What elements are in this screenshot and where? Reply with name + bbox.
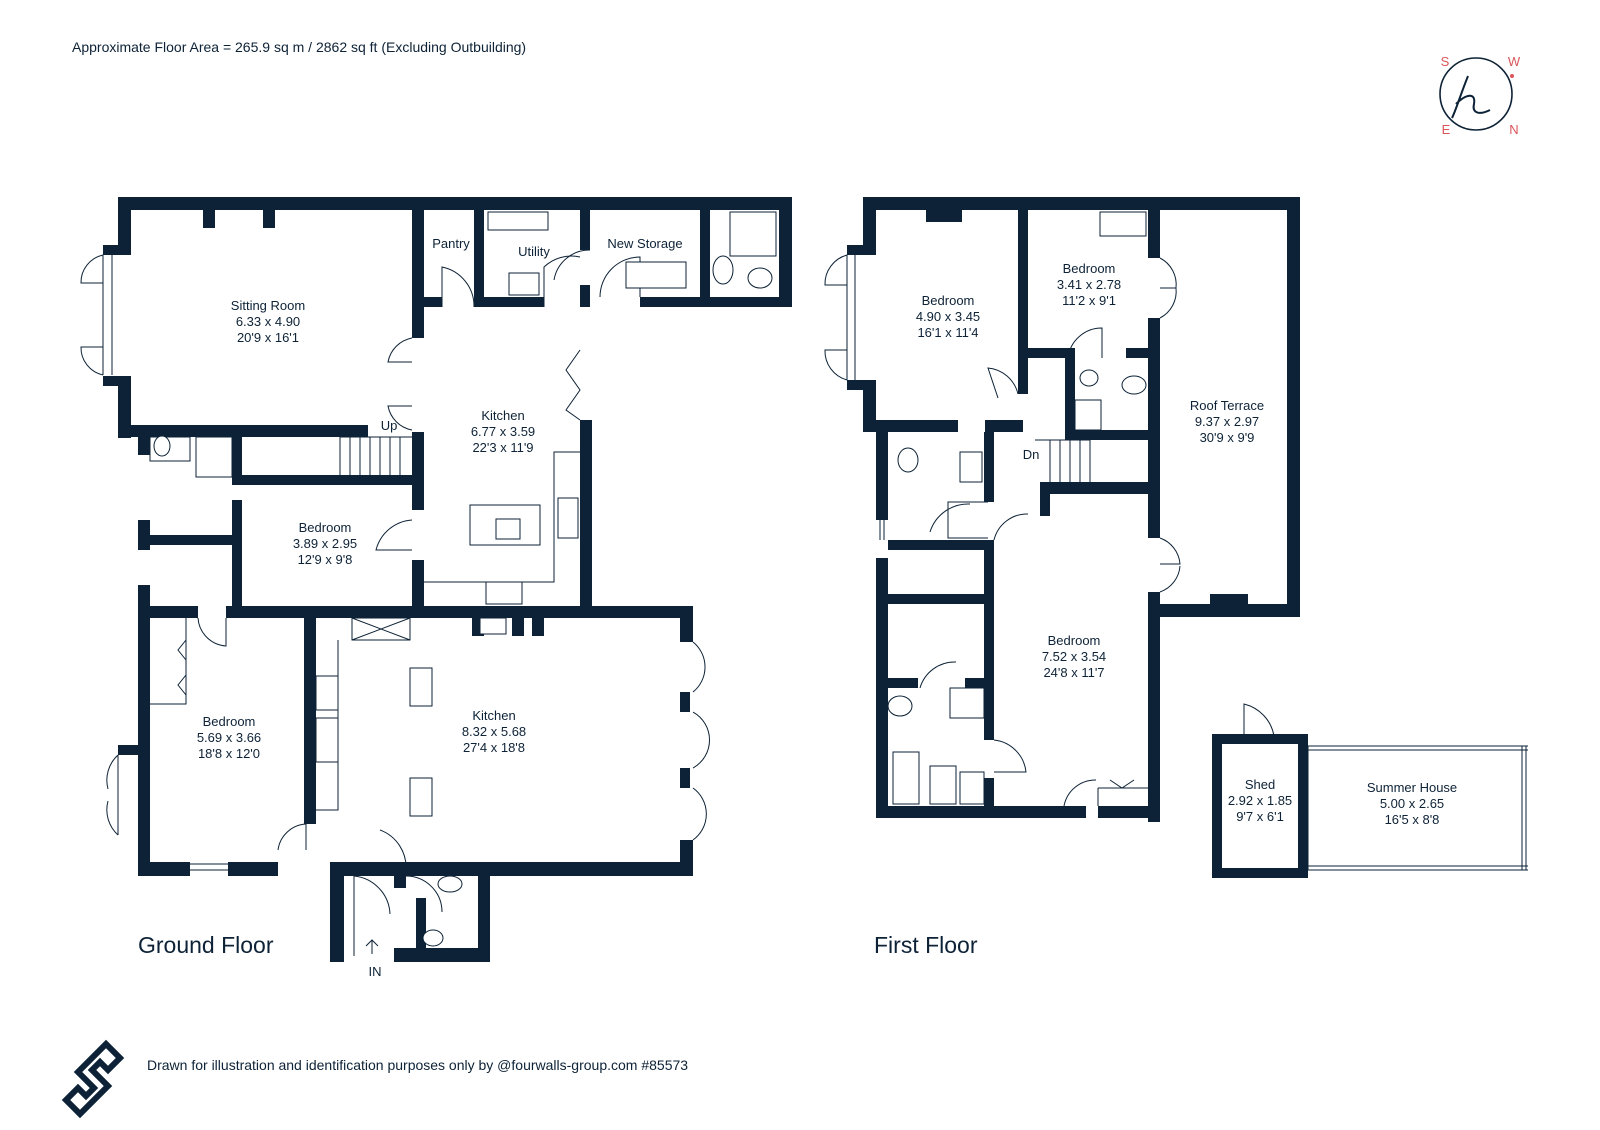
summer-house-metric: 5.00 x 2.65	[1380, 796, 1444, 811]
first-floor-details	[824, 211, 1181, 807]
sitting-room-metric: 6.33 x 4.90	[236, 314, 300, 329]
bedroom-gf1-imperial: 12'9 x 9'8	[298, 552, 353, 567]
bedroom-ff2-name: Bedroom	[1063, 261, 1116, 276]
new-storage-name: New Storage	[607, 236, 682, 251]
fourwalls-logo-icon	[61, 1039, 125, 1119]
bedroom-ff3-name: Bedroom	[1048, 633, 1101, 648]
bedroom-ff1-metric: 4.90 x 3.45	[916, 309, 980, 324]
kitchen-small-metric: 6.77 x 3.59	[471, 424, 535, 439]
floor-area-summary: Approximate Floor Area = 265.9 sq m / 28…	[72, 39, 526, 55]
bedroom-ff1-imperial: 16'1 x 11'4	[917, 325, 978, 340]
ground-floor-walls	[103, 197, 792, 962]
ground-floor-details	[80, 211, 777, 956]
ground-floor-labels: Sitting Room 6.33 x 4.90 20'9 x 16'1 Pan…	[138, 236, 683, 979]
kitchen-large-metric: 8.32 x 5.68	[462, 724, 526, 739]
bedroom-gf2-metric: 5.69 x 3.66	[197, 730, 261, 745]
shed-metric: 2.92 x 1.85	[1228, 793, 1292, 808]
bedroom-ff3-imperial: 24'8 x 11'7	[1043, 665, 1104, 680]
utility-name: Utility	[518, 244, 550, 259]
roof-terrace-name: Roof Terrace	[1190, 398, 1264, 413]
bedroom-gf2-imperial: 18'8 x 12'0	[198, 746, 260, 761]
sitting-room-imperial: 20'9 x 16'1	[237, 330, 299, 345]
roof-terrace-metric: 9.37 x 2.97	[1195, 414, 1259, 429]
stairs-up-label: Up	[381, 418, 398, 433]
kitchen-large-name: Kitchen	[472, 708, 515, 723]
bedroom-gf2-name: Bedroom	[203, 714, 256, 729]
compass-icon: S W E N	[1439, 54, 1521, 137]
kitchen-small-name: Kitchen	[481, 408, 524, 423]
kitchen-small-imperial: 22'3 x 11'9	[472, 440, 533, 455]
compass-w: W	[1508, 54, 1521, 69]
compass-n: N	[1509, 122, 1518, 137]
first-floor-labels: Bedroom 4.90 x 3.45 16'1 x 11'4 Bedroom …	[874, 261, 1264, 958]
shed-name: Shed	[1245, 777, 1275, 792]
summer-house-imperial: 16'5 x 8'8	[1385, 812, 1440, 827]
bedroom-gf1-metric: 3.89 x 2.95	[293, 536, 357, 551]
entrance-label: IN	[369, 964, 382, 979]
compass-s: S	[1441, 54, 1450, 69]
pantry-name: Pantry	[432, 236, 470, 251]
first-floor-title: First Floor	[874, 932, 978, 958]
bedroom-ff2-imperial: 11'2 x 9'1	[1062, 293, 1116, 308]
compass-e: E	[1442, 122, 1451, 137]
kitchen-large-imperial: 27'4 x 18'8	[463, 740, 525, 755]
outbuildings: Shed 2.92 x 1.85 9'7 x 6'1 Summer House …	[1212, 703, 1528, 878]
roof-terrace-imperial: 30'9 x 9'9	[1200, 430, 1255, 445]
summer-house-name: Summer House	[1367, 780, 1457, 795]
sitting-room-name: Sitting Room	[231, 298, 305, 313]
stairs-dn-label: Dn	[1023, 447, 1040, 462]
bedroom-ff2-metric: 3.41 x 2.78	[1057, 277, 1121, 292]
bedroom-ff3-metric: 7.52 x 3.54	[1042, 649, 1106, 664]
ground-floor-title: Ground Floor	[138, 932, 274, 958]
shed-imperial: 9'7 x 6'1	[1236, 809, 1284, 824]
bedroom-gf1-name: Bedroom	[299, 520, 352, 535]
disclaimer-text: Drawn for illustration and identificatio…	[147, 1057, 688, 1073]
first-floor-walls	[847, 197, 1300, 822]
bedroom-ff1-name: Bedroom	[922, 293, 975, 308]
